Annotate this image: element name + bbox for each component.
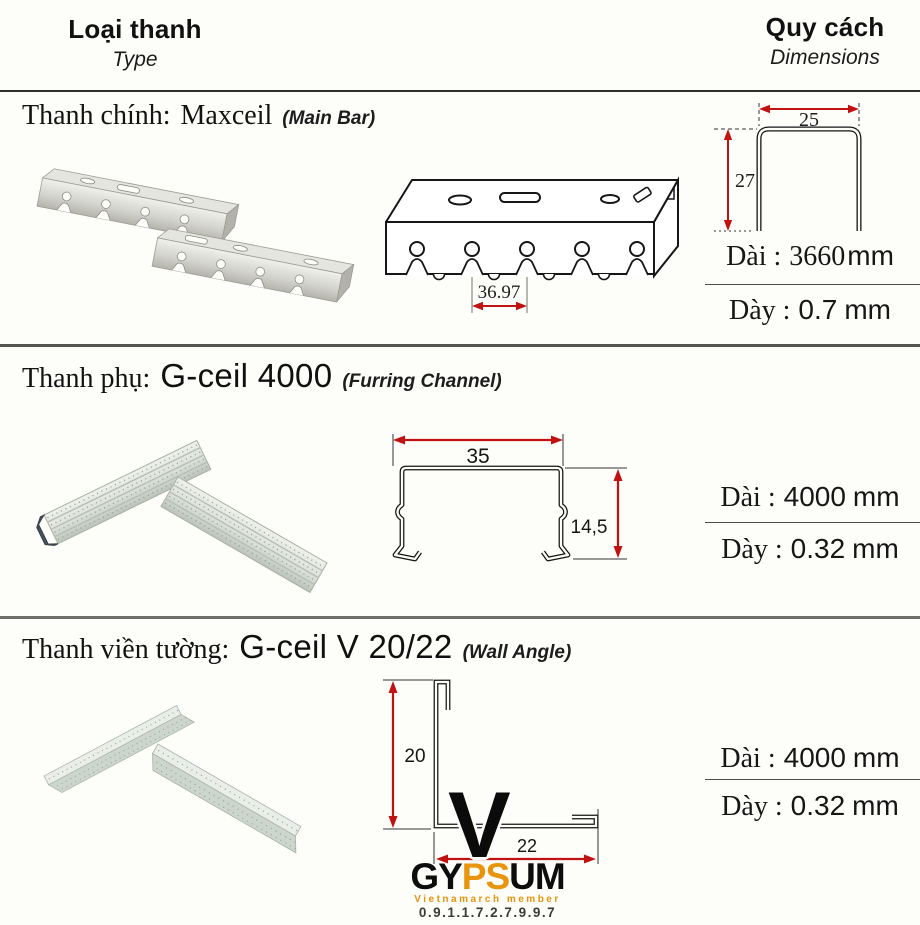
main-bar-drawing: 36.97 [385,176,679,313]
gypsum-logo-phone: 0.9.1.1.7.2.7.9.9.7 [418,905,557,920]
row2-product: G-ceil 4000 [160,357,333,394]
row2-label: Thanh phụ: [22,363,151,394]
row3-product: G-ceil V 20/22 [239,628,453,665]
furring-height-label: 14,5 [571,517,608,538]
furring-width-label: 35 [466,445,489,468]
row-title-furring-channel: Thanh phụ: G-ceil 4000 (Furring Channel) [22,357,502,395]
main-bar-item-2 [151,228,355,303]
spec-divider [705,522,920,523]
gypsum-logo-wordmark: GYPSUM [405,858,570,895]
furring-channel-item-1 [36,439,212,547]
main-bar-item-1 [36,168,240,243]
furring-channel-section-drawing: 35 14,5 [392,434,627,562]
furring-channel-photo [36,439,328,594]
wall-angle-width-label: 22 [517,836,537,856]
column-header-dimensions: Quy cách Dimensions [735,12,915,70]
gypsum-logo-v: V [448,772,511,877]
wall-angle-height-label: 20 [404,746,425,767]
row-divider-2 [0,616,920,619]
row1-label: Thanh chính: [22,100,171,131]
row-title-main-bar: Thanh chính: Maxceil (Main Bar) [22,100,375,132]
wall-angle-section-drawing: 20 22 [383,679,599,864]
row3-label: Thanh viền tường: [22,634,230,665]
spec-divider [705,779,920,780]
gypsum-logo-tagline: Vietnamarch member [414,894,561,905]
main-bar-length: Dài :3660mm [726,240,894,272]
logo-gy: GY [410,856,462,897]
section-height-label: 27 [735,170,755,192]
row-title-wall-angle: Thanh viền tường: G-ceil V 20/22 (Wall A… [22,628,571,666]
furring-channel-item-2 [160,476,328,594]
row1-note: (Main Bar) [282,108,376,129]
type-title: Loại thanh [68,14,202,44]
spec-divider [705,284,920,285]
header-divider [0,90,920,92]
logo-ps: PS [461,856,510,897]
wall-angle-item-2 [151,743,302,854]
type-subtitle: Type [112,48,158,71]
row-divider-1 [0,344,920,347]
logo-um: UM [509,856,566,897]
section-width-label: 25 [799,109,819,131]
wall-angle-item-1 [43,705,196,794]
main-bar-section-drawing: 25 27 [714,103,862,232]
main-bar-photo [36,168,355,303]
hole-pitch-label: 36.97 [478,282,521,303]
row1-product: Maxceil [180,100,273,131]
row3-note: (Wall Angle) [462,642,572,663]
column-header-type: Loại thanh Type [15,14,255,72]
dimensions-title: Quy cách [765,12,885,42]
row2-note: (Furring Channel) [342,371,502,392]
wall-angle-photo [43,705,302,854]
dimensions-subtitle: Dimensions [770,46,880,69]
